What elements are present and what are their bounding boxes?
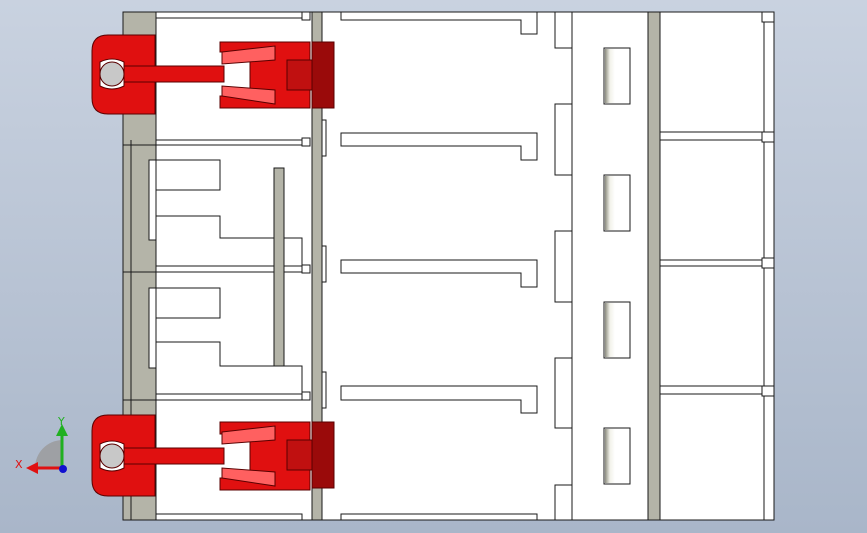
right-compartments xyxy=(659,11,775,521)
red-clamp-top xyxy=(91,34,335,115)
bar-1 xyxy=(273,167,285,367)
x-axis-arrow xyxy=(26,462,38,474)
tabs xyxy=(301,11,327,409)
axis-triad: X Y xyxy=(15,415,68,474)
x-axis-label: X xyxy=(15,458,23,471)
cylinders xyxy=(605,49,615,483)
red-clamp-bottom xyxy=(91,414,335,497)
y-axis-label: Y xyxy=(57,415,65,428)
left-cavities xyxy=(155,11,303,521)
z-axis-dot xyxy=(59,465,67,473)
l-slots xyxy=(340,11,538,521)
y-axis-arrow xyxy=(56,424,68,436)
left-strip-details xyxy=(123,140,157,520)
bar-3 xyxy=(647,11,661,521)
